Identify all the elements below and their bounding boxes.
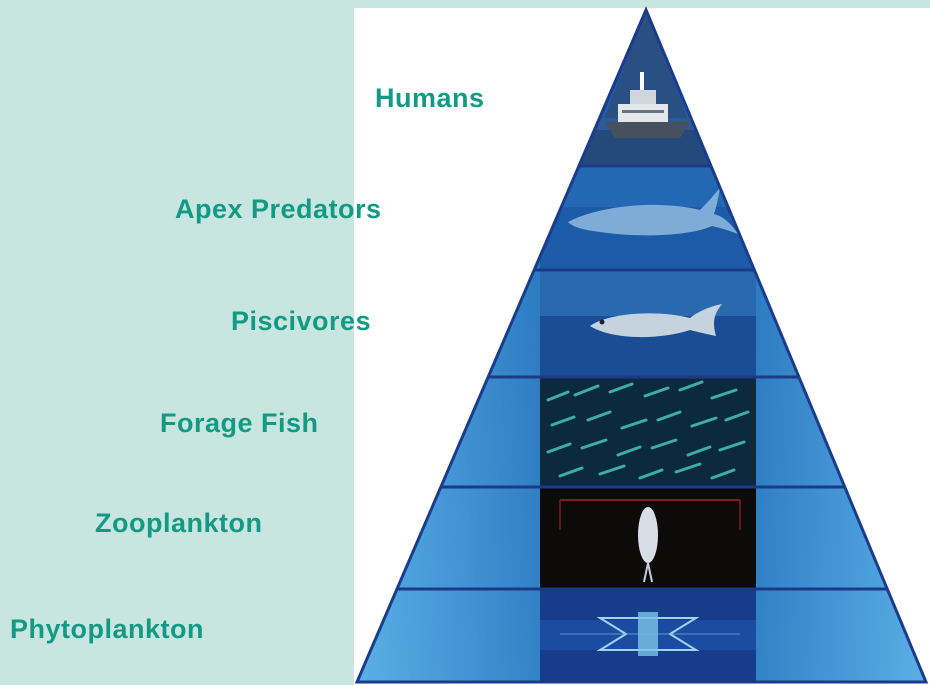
- level-image-shark: [540, 167, 800, 269]
- label-forage-fish: Forage Fish: [160, 410, 319, 437]
- label-phytoplankton: Phytoplankton: [10, 616, 204, 643]
- level-image-bluefish: [540, 271, 756, 376]
- level-image-ship: [560, 10, 730, 165]
- level-image-fish-school: [540, 378, 756, 486]
- label-apex-predators: Apex Predators: [175, 196, 382, 223]
- label-piscivores: Piscivores: [231, 308, 371, 335]
- label-zooplankton: Zooplankton: [95, 510, 262, 537]
- level-image-copepod: [540, 488, 756, 588]
- label-humans: Humans: [375, 85, 485, 112]
- level-image-diatom-chain: [540, 590, 756, 685]
